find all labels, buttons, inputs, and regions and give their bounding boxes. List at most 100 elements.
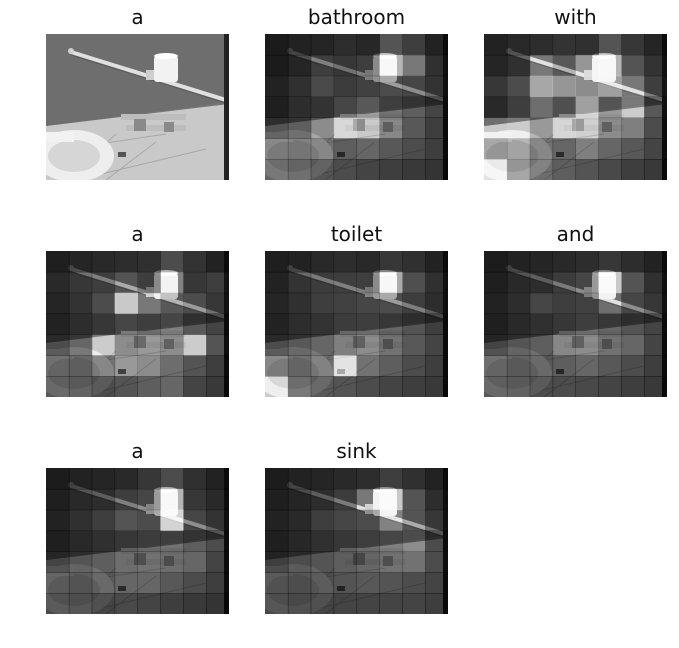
- attention-cell: [598, 376, 622, 397]
- attention-cell: [137, 271, 161, 294]
- attention-cell: [287, 75, 312, 98]
- attention-cell: [310, 355, 335, 377]
- attention-cell: [506, 96, 531, 118]
- attention-cell: [402, 34, 426, 56]
- attention-cell: [287, 551, 312, 573]
- attention-cell: [206, 509, 229, 532]
- attention-cell: [68, 355, 93, 377]
- attention-cell: [114, 572, 139, 594]
- attention-cell: [91, 509, 116, 532]
- attention-cell: [506, 251, 531, 273]
- attention-cell: [183, 355, 207, 377]
- attention-cell: [506, 334, 531, 356]
- attention-cell: [356, 488, 380, 511]
- attention-cell: [621, 292, 645, 315]
- attention-cell: [46, 355, 70, 377]
- attention-cell: [484, 292, 508, 315]
- attention-cell: [425, 468, 448, 490]
- attention-cell: [356, 34, 380, 56]
- attention-cell: [287, 334, 312, 356]
- attention-cell: [529, 54, 554, 77]
- attention-cell: [425, 313, 448, 335]
- attention-cell: [379, 96, 403, 118]
- attention-cell: [68, 251, 93, 273]
- attention-cell: [402, 117, 426, 139]
- attention-cell: [287, 117, 312, 139]
- attention-cell: [484, 334, 508, 356]
- attention-cell: [114, 509, 139, 532]
- attention-cell: [552, 334, 577, 356]
- attention-cell: [68, 551, 93, 573]
- attention-cell: [46, 530, 70, 552]
- attention-cell: [183, 593, 207, 614]
- attention-cell: [183, 551, 207, 573]
- attention-cell: [379, 468, 403, 490]
- attention-cell: [310, 96, 335, 118]
- attention-cell: [484, 75, 508, 98]
- attention-cell: [310, 488, 335, 511]
- attention-cell: [598, 34, 622, 56]
- attention-cell: [379, 117, 403, 139]
- attention-cell: [137, 488, 161, 511]
- attention-cell: [575, 313, 599, 335]
- attention-cell: [425, 271, 448, 294]
- attention-cell: [310, 551, 335, 573]
- attention-cell: [333, 251, 358, 273]
- attention-cell: [137, 251, 161, 273]
- attention-cell: [356, 271, 380, 294]
- attention-cell: [183, 488, 207, 511]
- panel-caption: bathroom: [307, 5, 406, 29]
- attention-cell: [137, 468, 161, 490]
- attention-cell: [575, 34, 599, 56]
- attention-cell: [621, 54, 645, 77]
- attention-cell: [137, 530, 161, 552]
- attention-cell: [529, 355, 554, 377]
- attention-cell: [310, 313, 335, 335]
- attention-cell: [506, 138, 531, 160]
- attention-cell: [310, 530, 335, 552]
- attention-cell: [598, 75, 622, 98]
- attention-cell: [265, 313, 289, 335]
- attention-cell: [644, 334, 667, 356]
- attention-cell: [425, 593, 448, 614]
- attention-cell: [379, 551, 403, 573]
- attention-cell: [333, 117, 358, 139]
- attention-cell: [529, 159, 554, 180]
- attention-cell: [575, 96, 599, 118]
- attention-cell: [137, 334, 161, 356]
- attention-cell: [575, 251, 599, 273]
- attention-cell: [379, 34, 403, 56]
- attention-cell: [379, 313, 403, 335]
- attention-cell: [379, 509, 403, 532]
- attention-cell: [287, 530, 312, 552]
- attention-cell: [287, 509, 312, 532]
- attention-cell: [46, 271, 70, 294]
- attention-cell: [287, 572, 312, 594]
- attention-cell: [206, 530, 229, 552]
- attention-cell: [357, 117, 380, 138]
- attention-cell: [529, 334, 554, 356]
- attention-cell: [425, 355, 448, 377]
- attention-cell: [379, 530, 403, 552]
- attention-cell: [137, 292, 161, 315]
- attention-cell: [598, 54, 622, 77]
- attention-cell: [402, 159, 426, 180]
- attention-cell: [114, 551, 139, 573]
- attention-cell: [160, 313, 184, 335]
- attention-cell: [68, 530, 93, 552]
- attention-cell: [644, 355, 667, 377]
- attention-cell: [356, 334, 380, 356]
- attention-cell: [114, 488, 139, 511]
- attention-cell: [644, 75, 667, 98]
- attention-cell: [265, 159, 289, 180]
- attention-cell: [333, 54, 358, 77]
- attention-cell: [183, 468, 207, 490]
- attention-cell: [91, 251, 116, 273]
- original-image: [46, 34, 229, 180]
- attention-cell: [621, 159, 645, 180]
- attention-cell: [206, 355, 229, 377]
- attention-cell: [621, 34, 645, 56]
- attention-cell: [91, 551, 116, 573]
- attention-cell: [598, 355, 622, 377]
- attention-cell: [402, 530, 426, 552]
